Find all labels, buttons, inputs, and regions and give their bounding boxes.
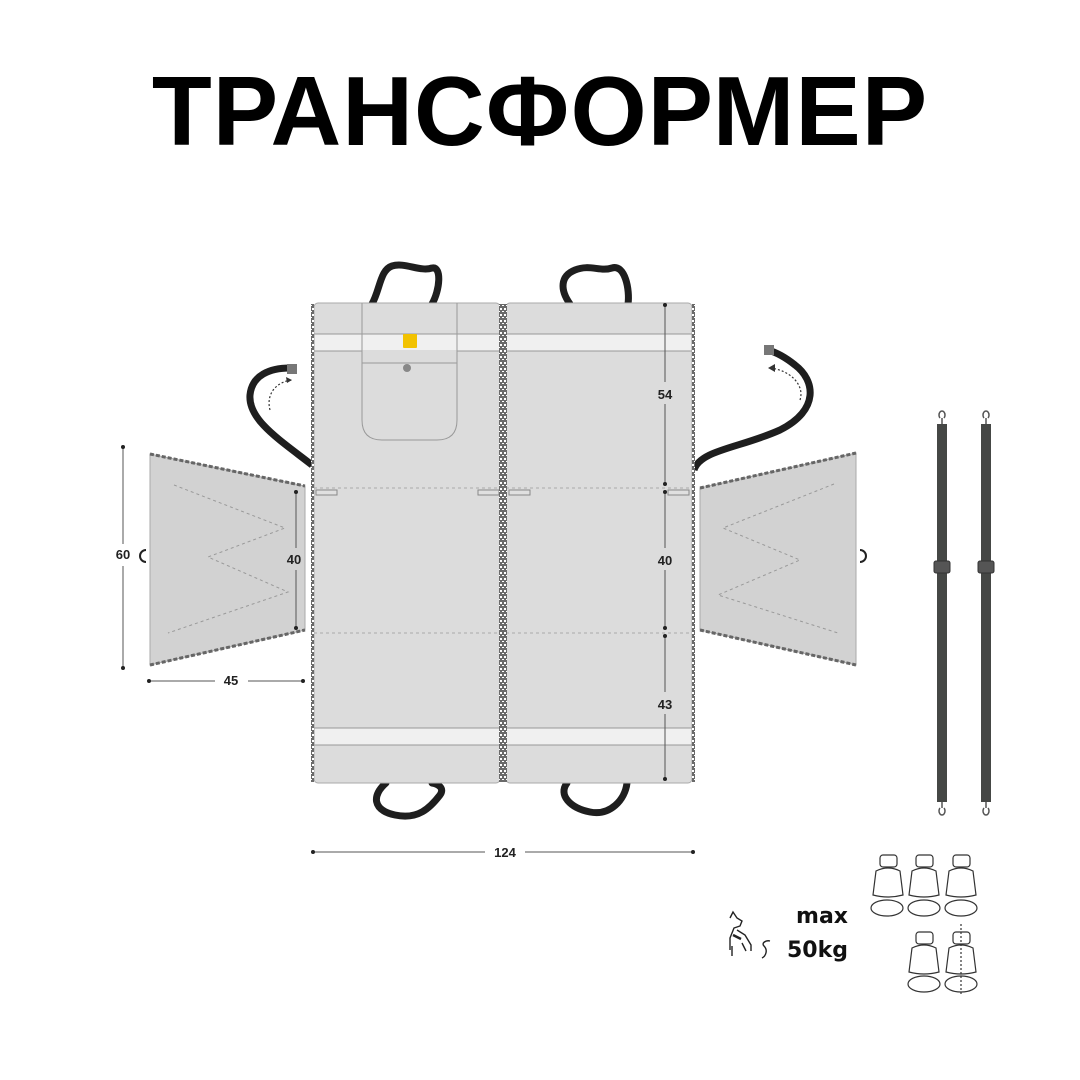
svg-text:43: 43 [658,697,672,712]
buckle-icon [977,560,995,574]
carabiner-icon [982,802,990,816]
d-ring-icon [859,549,867,563]
dimension-total-width: 124 [311,845,695,860]
carabiner-icon [938,410,946,424]
svg-text:124: 124 [494,845,516,860]
pocket [361,303,458,441]
right-flap [699,451,867,667]
brand-badge [403,334,417,348]
svg-text:40: 40 [658,553,672,568]
weight-limit-value: 50kg [787,938,848,963]
svg-text:60: 60 [116,547,130,562]
belt-strap-left [933,410,951,816]
svg-text:45: 45 [224,673,238,688]
dimension-flap-height: 60 [116,445,130,670]
bottom-handle-right [560,779,631,817]
weight-limit-label: max [796,904,848,929]
right-side-strap [690,345,814,472]
dog-icon [729,910,771,959]
dimension-flap-width: 45 [147,673,305,688]
d-ring-icon [139,549,147,563]
buckle-icon [287,364,297,374]
belt-strap-right [977,410,995,816]
carabiner-icon [982,410,990,424]
carabiner-icon [938,802,946,816]
left-seat-panel [311,302,503,784]
left-side-strap [246,364,315,468]
svg-text:54: 54 [658,387,673,402]
dimension-middle-section: 40 [658,490,672,630]
bottom-handle-left [373,779,446,820]
dimension-flap-inner-height: 40 [287,490,301,630]
page-title: ТРАНСФОРМЕР [151,56,929,166]
weight-limit: max 50kg [778,900,848,968]
seat-row-icon [870,854,978,917]
top-handle-left [368,261,443,308]
svg-text:40: 40 [287,552,301,567]
split-seat-icon [907,924,978,996]
snap-button [403,364,411,372]
right-seat-panel [503,302,695,784]
dimension-bottom-section: 43 [658,634,672,781]
buckle-icon [933,560,951,574]
buckle-icon [764,345,774,355]
dimension-top-section: 54 [658,303,673,486]
top-handle-right [559,264,632,308]
left-flap [139,452,306,667]
